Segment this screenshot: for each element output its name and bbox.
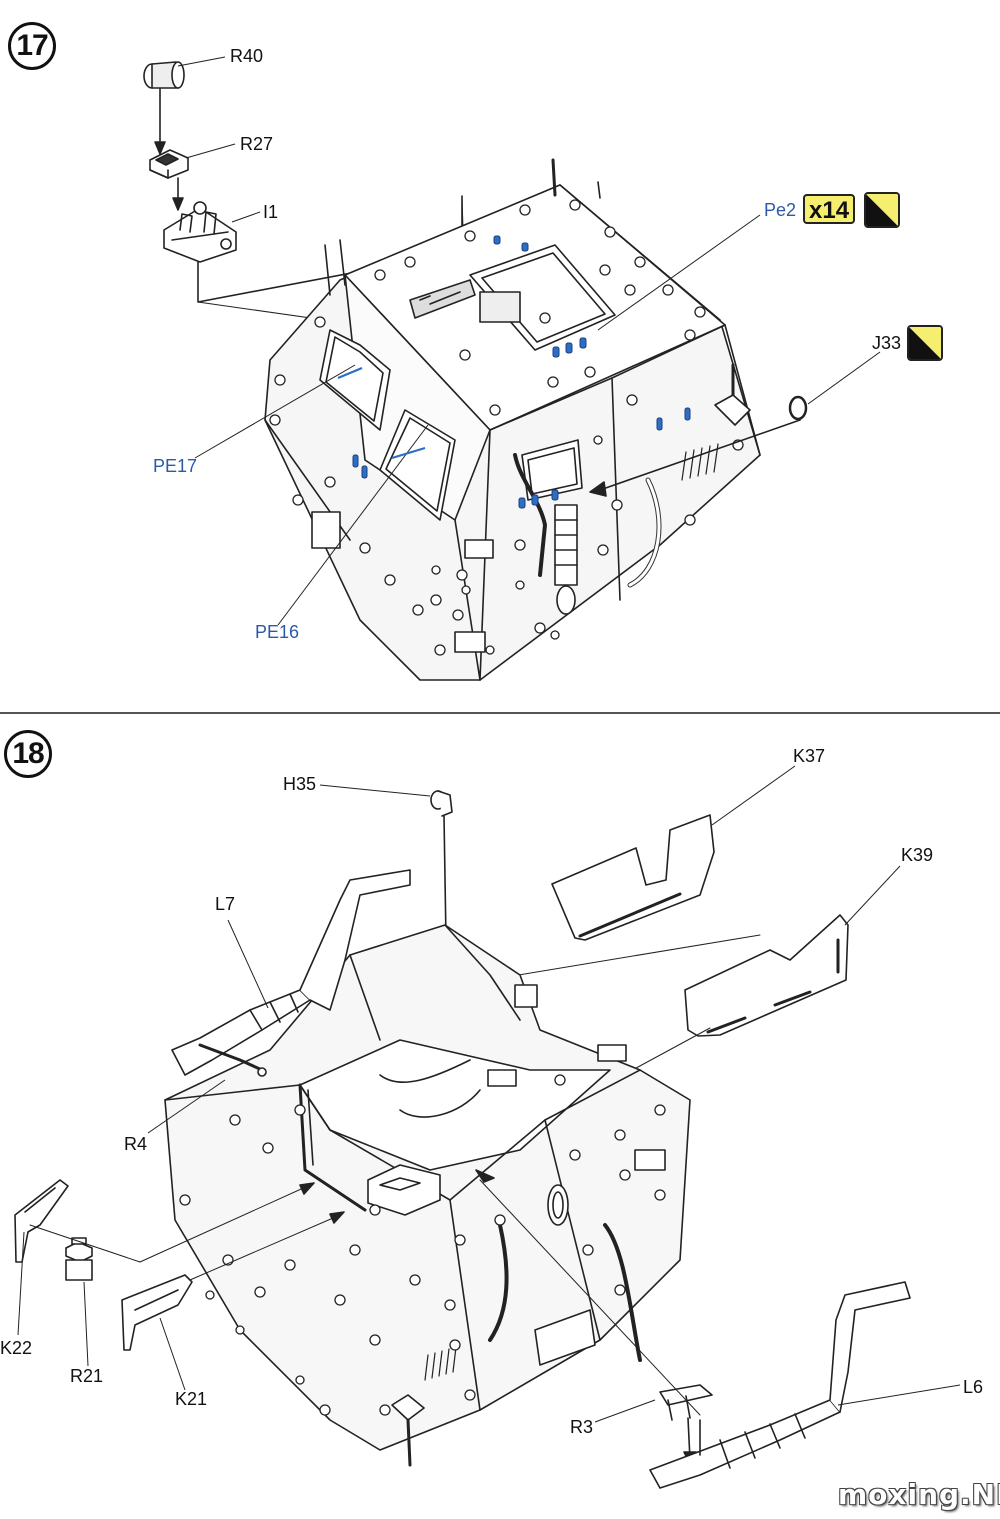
part-i1-drawing — [163, 201, 237, 263]
part-r40-drawing — [143, 61, 185, 97]
part-r21-drawing — [65, 1237, 93, 1281]
step-18-diagram — [14, 765, 961, 1489]
part-l7-drawing — [171, 869, 411, 1077]
label-k22: K22 — [0, 1338, 33, 1358]
paint-swatch-j33 — [907, 325, 943, 361]
label-i1: I1 — [263, 202, 279, 222]
part-j33-drawing — [788, 395, 808, 421]
step-divider — [0, 712, 1000, 714]
part-k39-drawing — [684, 914, 849, 1037]
paint-swatch-pe2 — [864, 192, 900, 228]
label-l6: L6 — [963, 1377, 984, 1397]
hull-18-drawing — [164, 924, 691, 1467]
part-h35-drawing — [430, 790, 453, 945]
part-l6-drawing — [649, 1281, 911, 1489]
watermark: moxing.NET — [838, 1478, 1000, 1511]
label-r4: R4 — [124, 1134, 148, 1154]
label-j33: J33 — [872, 333, 902, 353]
label-k37: K37 — [793, 746, 826, 766]
label-r3: R3 — [570, 1417, 594, 1437]
part-r27-drawing — [149, 149, 189, 179]
pe2-quantity-badge: x14 — [803, 194, 856, 224]
label-r21: R21 — [70, 1366, 104, 1386]
step-17-number: 17 — [8, 22, 56, 70]
label-k39: K39 — [901, 845, 934, 865]
label-r27: R27 — [240, 134, 274, 154]
hull-17-drawing — [264, 158, 761, 681]
label-pe16: PE16 — [255, 622, 300, 642]
label-k21: K21 — [175, 1389, 208, 1409]
step-17-diagram — [143, 56, 881, 681]
hull-18-rivets — [179, 1074, 666, 1416]
part-k37-drawing — [551, 814, 715, 941]
label-l7: L7 — [215, 894, 236, 914]
part-k22-drawing — [14, 1179, 69, 1263]
label-pe2: Pe2 — [764, 200, 797, 220]
label-h35: H35 — [283, 774, 317, 794]
label-r40: R40 — [230, 46, 264, 66]
part-k21-drawing — [121, 1274, 193, 1351]
step-18-number: 18 — [4, 730, 52, 778]
hull-17-rivets — [269, 199, 744, 656]
label-pe17: PE17 — [153, 456, 198, 476]
step-17-number-text: 17 — [16, 29, 48, 62]
step-18-number-text: 18 — [12, 737, 44, 770]
